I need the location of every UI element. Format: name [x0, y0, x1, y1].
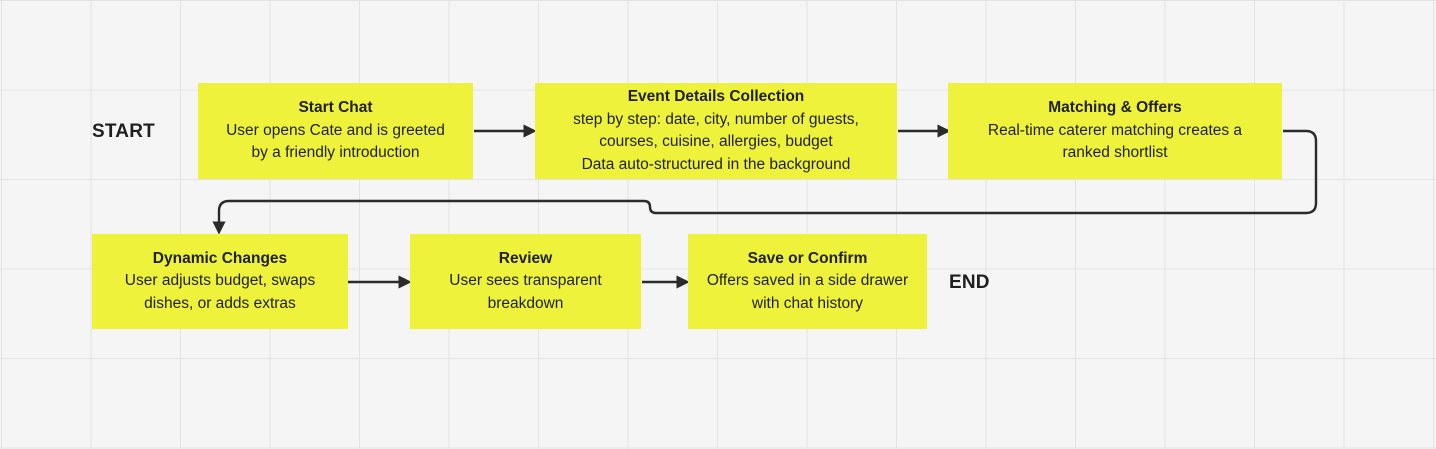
- node-title: Review: [498, 249, 553, 267]
- node-title: Dynamic Changes: [152, 249, 288, 267]
- node-title: Matching & Offers: [1048, 99, 1182, 117]
- node-body: User adjusts budget, swaps dishes, or ad…: [124, 272, 316, 312]
- node-title: Start Chat: [298, 99, 373, 117]
- node-start-chat[interactable]: Start Chat User opens Cate and is greete…: [198, 83, 473, 179]
- node-body: Offers saved in a side drawer with chat …: [706, 272, 909, 312]
- end-label: END: [949, 272, 990, 293]
- node-event-details[interactable]: Event Details Collection step by step: d…: [535, 83, 897, 179]
- node-review[interactable]: Review User sees transparent breakdown: [410, 234, 641, 329]
- node-dynamic-changes[interactable]: Dynamic Changes User adjusts budget, swa…: [92, 234, 348, 329]
- node-matching-offers[interactable]: Matching & Offers Real-time caterer matc…: [948, 83, 1282, 179]
- node-body: User opens Cate and is greeted by a frie…: [226, 121, 445, 162]
- node-body: Real-time caterer matching creates a ran…: [987, 121, 1243, 162]
- node-body: User sees transparent breakdown: [449, 272, 602, 312]
- start-label: START: [92, 121, 155, 142]
- node-body: step by step: date, city, number of gues…: [573, 110, 859, 173]
- node-title: Save or Confirm: [747, 249, 868, 267]
- node-title: Event Details Collection: [627, 88, 805, 105]
- node-save-confirm[interactable]: Save or Confirm Offers saved in a side d…: [688, 234, 927, 329]
